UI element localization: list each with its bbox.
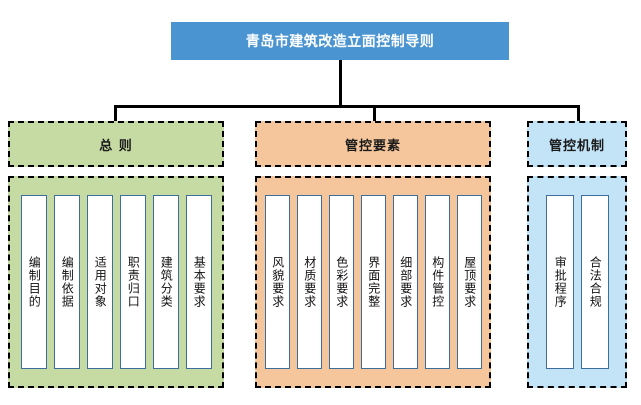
leaf-node: 细部要求 xyxy=(392,195,418,369)
leaf-node: 职责归口 xyxy=(119,195,146,369)
connector-horizontal-bus xyxy=(114,105,580,108)
leaf-node: 编制依据 xyxy=(53,195,80,369)
group-body-control-mechanism: 审批程序 合法合规 xyxy=(527,176,627,388)
leaf-node: 材质要求 xyxy=(296,195,322,369)
connector-drop-group-3 xyxy=(577,105,580,122)
leaf-node: 审批程序 xyxy=(545,195,574,369)
group-body-general-principles: 编制目的 编制依据 适用对象 职责归口 建筑分类 基本要求 xyxy=(8,176,224,388)
leaf-node: 编制目的 xyxy=(20,195,47,369)
leaf-node: 风貌要求 xyxy=(264,195,290,369)
leaf-node: 适用对象 xyxy=(86,195,113,369)
leaf-node: 色彩要求 xyxy=(328,195,354,369)
root-title-node: 青岛市建筑改造立面控制导则 xyxy=(171,22,509,60)
group-header-general-principles: 总 则 xyxy=(8,121,224,167)
connector-drop-group-1 xyxy=(114,105,117,122)
leaf-node: 界面完整 xyxy=(360,195,386,369)
connector-drop-group-2 xyxy=(373,105,376,122)
leaf-node: 屋顶要求 xyxy=(456,195,482,369)
leaf-node: 合法合规 xyxy=(580,195,609,369)
connector-trunk-vertical xyxy=(339,60,342,107)
leaf-node: 基本要求 xyxy=(185,195,212,369)
leaf-node: 构件管控 xyxy=(424,195,450,369)
group-body-control-elements: 风貌要求 材质要求 色彩要求 界面完整 细部要求 构件管控 屋顶要求 xyxy=(255,176,491,388)
group-header-control-elements: 管控要素 xyxy=(255,121,491,167)
leaf-node: 建筑分类 xyxy=(152,195,179,369)
group-header-control-mechanism: 管控机制 xyxy=(527,121,627,167)
